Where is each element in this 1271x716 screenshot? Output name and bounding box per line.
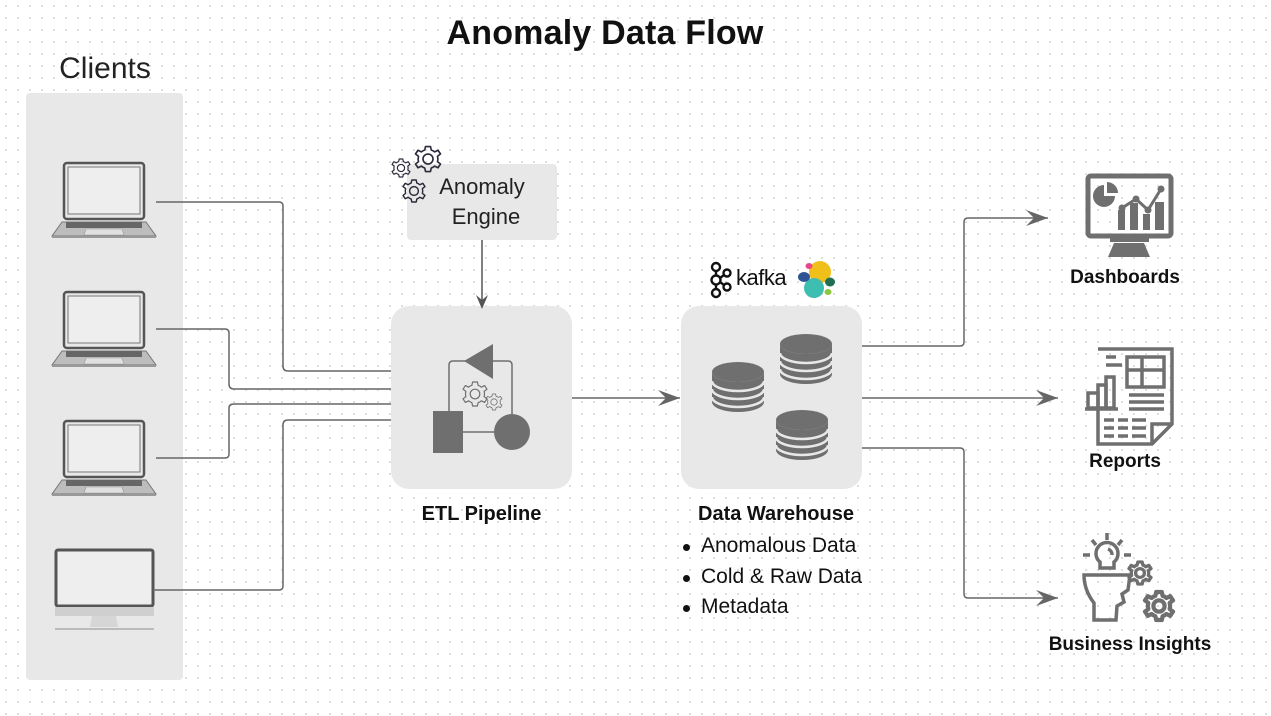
dw-list-item: Anomalous Data: [681, 531, 862, 562]
workflow-shapes-icon: [433, 344, 530, 453]
elastic-logo-icon: [798, 261, 835, 298]
clients-label: Clients: [59, 52, 151, 85]
connector-desktop: [153, 419, 391, 591]
anomaly-engine-label: Anomaly Engine: [407, 172, 557, 232]
reports-label: Reports: [1089, 451, 1161, 472]
data-warehouse-label: Data Warehouse: [698, 503, 854, 525]
business-insights-label: Business Insights: [1048, 634, 1212, 655]
connector-laptop-1: [156, 201, 391, 372]
connector-laptop-3: [156, 403, 391, 459]
diagram-title: Anomaly Data Flow: [446, 14, 764, 52]
anomaly-engine-line2: Engine: [451, 204, 521, 229]
connector-laptop-2: [156, 328, 391, 390]
desktop-monitor-icon: [54, 548, 155, 630]
laptop-icon: [50, 419, 158, 498]
kafka-wordmark: kafka: [736, 265, 787, 290]
database-stack-icon: [710, 332, 834, 465]
laptop-icon: [50, 161, 158, 240]
report-document-icon: [1085, 347, 1174, 446]
data-warehouse-list: Anomalous Data Cold & Raw Data Metadata: [681, 531, 862, 623]
dw-to-dashboards-arrow: [862, 210, 1048, 347]
dashboard-monitor-icon: [1085, 173, 1174, 257]
client-connectors: [153, 201, 391, 591]
kafka-logo-icon: [710, 261, 732, 299]
anomaly-engine-box: [407, 164, 557, 240]
anomaly-engine-line1: Anomaly: [439, 174, 525, 199]
gears-icon: [391, 145, 442, 203]
dw-to-insights-arrow: [862, 447, 1058, 606]
business-insights-icon: [1082, 533, 1173, 620]
dashboards-label: Dashboards: [1070, 267, 1180, 288]
dw-list-item: Metadata: [681, 592, 862, 623]
output-connectors: [862, 210, 1058, 606]
dw-list-item: Cold & Raw Data: [681, 562, 862, 593]
etl-pipeline-box: [391, 306, 572, 489]
etl-pipeline-label: ETL Pipeline: [421, 503, 542, 525]
laptop-icon: [50, 290, 158, 369]
